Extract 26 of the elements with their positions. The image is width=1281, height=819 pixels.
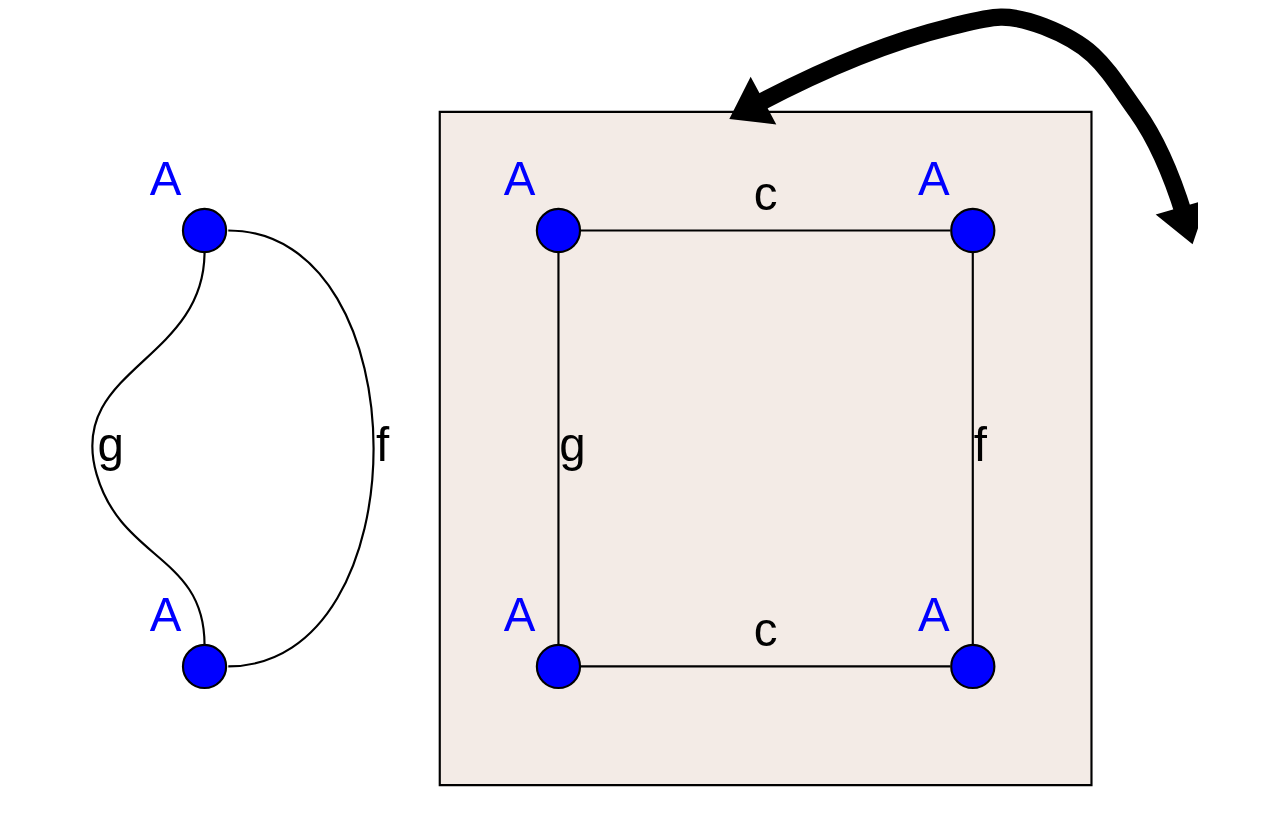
node-label: A xyxy=(918,152,950,206)
node-label: A xyxy=(149,588,182,642)
node-label: A xyxy=(503,588,536,642)
cluster xyxy=(438,110,1093,787)
node-circle xyxy=(535,207,582,254)
edge-label: c xyxy=(753,167,778,221)
edge-label: g xyxy=(559,417,586,471)
connector xyxy=(91,251,206,645)
edge-label: f xyxy=(973,417,987,471)
edge-label: f xyxy=(375,417,390,471)
node-circle xyxy=(181,207,228,254)
node-label: A xyxy=(149,152,182,206)
node-label: A xyxy=(503,152,536,206)
node-circle xyxy=(535,643,582,690)
connector xyxy=(557,252,560,645)
connector xyxy=(580,229,951,232)
node-circle xyxy=(181,643,228,690)
connector xyxy=(228,229,375,668)
edge-label: g xyxy=(97,417,124,471)
node-circle xyxy=(950,643,996,690)
node-circle xyxy=(950,207,996,254)
connector xyxy=(971,252,974,645)
arrow xyxy=(729,8,1198,245)
node-label: A xyxy=(918,588,950,642)
connector xyxy=(580,665,951,668)
edge-label: c xyxy=(753,603,778,657)
